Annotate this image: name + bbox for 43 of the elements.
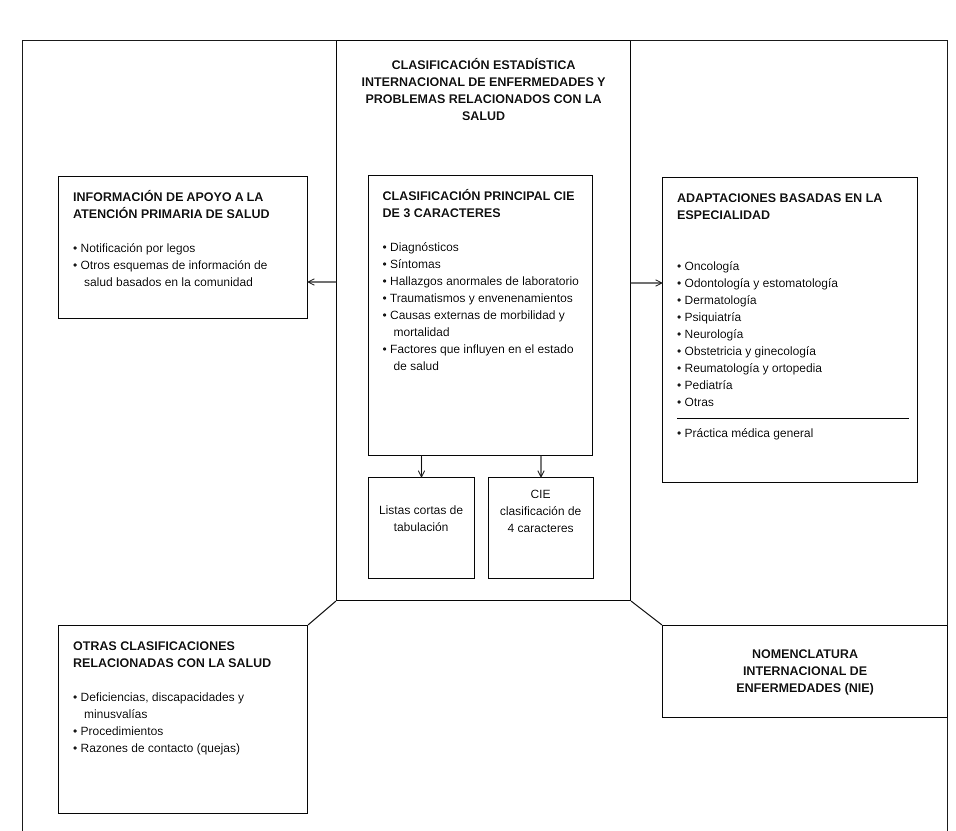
- bullet-item: • Reumatología y ortopedia: [677, 360, 823, 377]
- connector-line: [308, 600, 336, 626]
- category-box: [662, 177, 918, 483]
- bullet-item: • Obstetricia y ginecología: [677, 343, 817, 360]
- bullet-item: • Otros esquemas de información de salud basados en la comunidad: [73, 257, 268, 291]
- bullet-item: • Psiquiatría: [677, 309, 742, 326]
- box-heading: ADAPTACIONES BASADAS EN LA ESPECIALIDAD: [677, 190, 883, 224]
- arrow: [308, 278, 336, 286]
- bullet-item: • Deficiencias, discapacidades y minusvalías: [73, 689, 245, 723]
- box-heading: INFORMACIÓN DE APOYO A LA ATENCIÓN PRIMARIA DE SALUD: [73, 189, 271, 223]
- box-text: Listas cortas de tabulación: [378, 502, 464, 536]
- bullet-item: • Diagnósticos: [382, 238, 460, 256]
- box-heading: NOMENCLATURA INTERNACIONAL DE ENFERMEDADES (NIE): [735, 646, 875, 697]
- bullet-item: • Práctica médica general: [677, 425, 814, 442]
- bullet-item: • Pediatría: [677, 377, 734, 394]
- category-box: [58, 625, 308, 814]
- process-box: [488, 476, 594, 578]
- bullet-item: • Procedimientos: [73, 723, 164, 740]
- bullet-item: • Hallazgos anormales de laboratorio: [382, 272, 580, 290]
- category-box: [58, 176, 308, 319]
- box-heading: CLASIFICACIÓN PRINCIPAL CIE DE 3 CARACTERES: [382, 188, 576, 222]
- box-heading: CLASIFICACIÓN ESTADÍSTICA INTERNACIONAL DE ENFERMEDADES Y PROBLEMAS RELACIONADOS CON LA SALUD: [360, 57, 606, 125]
- arrow: [418, 456, 426, 478]
- box-heading: OTRAS CLASIFICACIONES RELACIONADAS CON LA SALUD: [73, 638, 272, 672]
- process-box: [662, 625, 948, 718]
- process-box: [368, 476, 474, 578]
- box-text: CIE clasificación de 4 caracteres: [498, 486, 582, 536]
- connector-line: [630, 600, 662, 626]
- bullet-item: • Notificación por legos: [73, 240, 196, 257]
- bullet-item: • Traumatismos y envenenamientos: [382, 290, 574, 306]
- bullet-item: • Dermatología: [677, 292, 758, 309]
- bullet-item: • Oncología: [677, 258, 740, 275]
- category-box: [336, 40, 631, 601]
- bullet-item: • Odontología y estomatología: [677, 275, 839, 292]
- bullet-item: • Causas externas de morbilidad y mortalidad: [382, 306, 566, 340]
- bullet-item: • Síntomas: [382, 256, 442, 272]
- category-box: [368, 174, 592, 456]
- bullet-item: • Razones de contacto (quejas): [73, 740, 241, 757]
- bullet-item: • Neurología: [677, 326, 744, 343]
- arrow: [631, 279, 662, 287]
- bullet-item: • Otras: [677, 394, 715, 411]
- bullet-item: • Factores que influyen en el estado de salud: [382, 340, 574, 374]
- arrow: [537, 456, 545, 478]
